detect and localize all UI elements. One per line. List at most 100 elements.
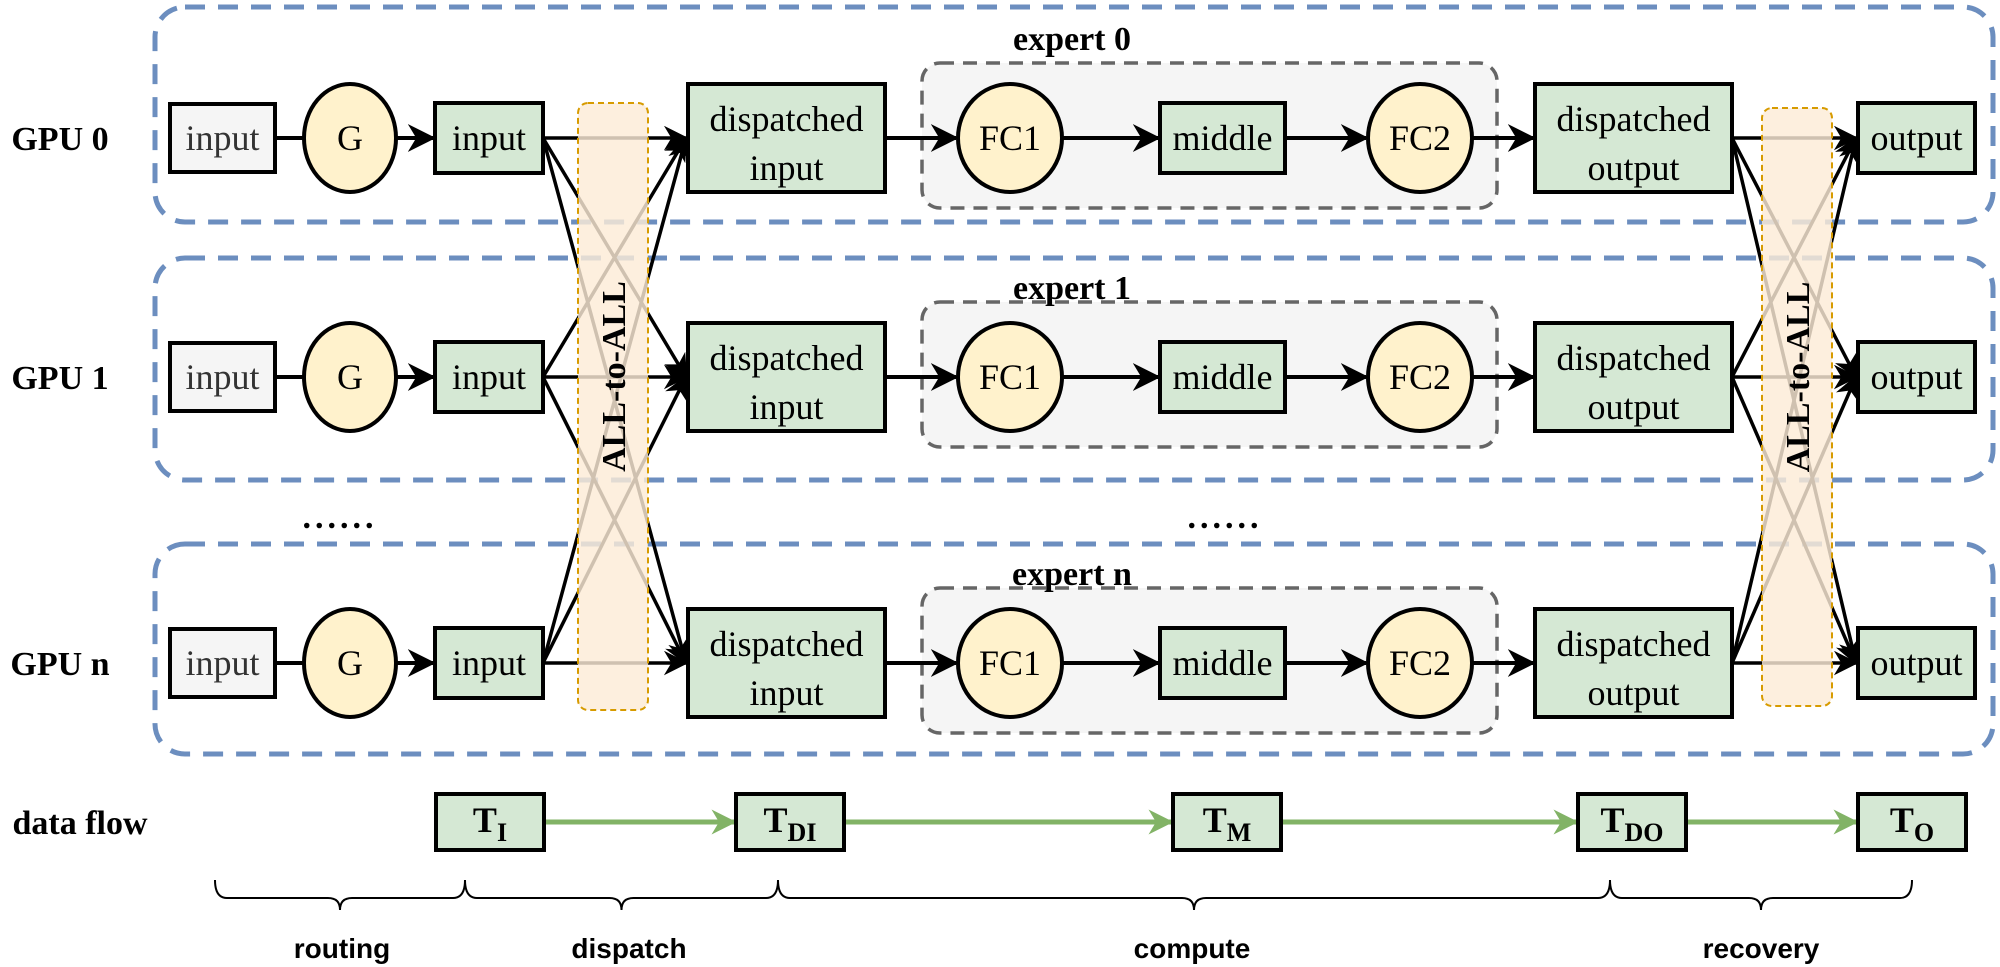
all-to-all-label: ALL-to-ALL bbox=[1780, 282, 1817, 473]
dispatched-output-label-line1: dispatched bbox=[1557, 99, 1711, 139]
gpu-label: GPU 1 bbox=[11, 360, 108, 397]
phase-label-recovery: recovery bbox=[1703, 933, 1820, 964]
dispatched-input-label-line2: input bbox=[749, 673, 823, 713]
ellipsis-left: ...... bbox=[303, 499, 378, 536]
output-label: output bbox=[1870, 643, 1962, 683]
all-to-all-band-1 bbox=[1761, 107, 1833, 707]
phase-label-dispatch: dispatch bbox=[571, 933, 686, 964]
output-label: output bbox=[1870, 357, 1962, 397]
raw-input-label: input bbox=[185, 357, 259, 397]
dispatched-output-node bbox=[1533, 321, 1734, 433]
raw-input-node bbox=[168, 627, 277, 699]
fc2-node bbox=[1366, 82, 1474, 194]
expert-title: expert n bbox=[1012, 556, 1132, 593]
routed-input-label: input bbox=[452, 643, 526, 683]
expert-title: expert 1 bbox=[1013, 270, 1131, 307]
gate-label: G bbox=[337, 643, 363, 683]
tensor-subscript: DI bbox=[788, 818, 817, 847]
phase-label-routing: routing bbox=[294, 933, 390, 964]
tensor-label: TM bbox=[1203, 800, 1252, 847]
fc1-node bbox=[956, 82, 1064, 194]
middle-label: middle bbox=[1173, 118, 1273, 158]
tensor-node-2 bbox=[1171, 792, 1283, 852]
ellipsis-right: ...... bbox=[1188, 499, 1263, 536]
fc1-label: FC1 bbox=[979, 643, 1041, 683]
gpu-label: GPU 0 bbox=[11, 121, 108, 158]
middle-label: middle bbox=[1173, 357, 1273, 397]
gpu-container-2 bbox=[152, 541, 1996, 757]
fc2-label: FC2 bbox=[1389, 357, 1451, 397]
gpu-container-1 bbox=[152, 255, 1996, 483]
dispatched-output-label-line2: output bbox=[1587, 387, 1679, 427]
routed-input-node bbox=[433, 101, 545, 175]
fc1-node bbox=[956, 607, 1064, 719]
fc2-label: FC2 bbox=[1389, 643, 1451, 683]
gate-label: G bbox=[337, 357, 363, 397]
all-to-all-label: ALL-to-ALL bbox=[596, 281, 633, 472]
fc2-node bbox=[1366, 607, 1474, 719]
tensor-subscript: I bbox=[497, 818, 507, 847]
raw-input-node bbox=[168, 102, 277, 174]
gpu-container-0 bbox=[152, 4, 1996, 225]
all-to-all-band-0 bbox=[577, 102, 649, 711]
output-label: output bbox=[1870, 118, 1962, 158]
dispatched-input-label-line1: dispatched bbox=[710, 99, 864, 139]
tensor-node-3 bbox=[1576, 792, 1688, 852]
tensor-subscript: M bbox=[1227, 818, 1252, 847]
tensor-label: TI bbox=[473, 800, 507, 847]
phase-brace bbox=[464, 879, 779, 911]
tensor-subscript: O bbox=[1914, 818, 1934, 847]
routed-input-label: input bbox=[452, 357, 526, 397]
middle-label: middle bbox=[1173, 643, 1273, 683]
fc1-node bbox=[956, 321, 1064, 433]
tensor-subscript: DO bbox=[1625, 818, 1664, 847]
tensor-node-1 bbox=[734, 792, 846, 852]
dispatched-input-label-line1: dispatched bbox=[710, 338, 864, 378]
middle-node bbox=[1158, 626, 1287, 700]
output-node bbox=[1856, 101, 1977, 175]
routed-input-label: input bbox=[452, 118, 526, 158]
dispatched-input-node bbox=[686, 321, 887, 433]
fc1-label: FC1 bbox=[979, 357, 1041, 397]
phase-label-compute: compute bbox=[1134, 933, 1251, 964]
routed-input-node bbox=[433, 626, 545, 700]
gate-node bbox=[302, 607, 398, 719]
dispatched-input-node bbox=[686, 82, 887, 194]
tensor-label: TDI bbox=[764, 800, 817, 847]
tensor-main: T bbox=[764, 800, 788, 840]
phase-brace bbox=[1609, 879, 1913, 911]
gate-label: G bbox=[337, 118, 363, 158]
gpu-label: GPU n bbox=[10, 646, 109, 683]
phase-brace bbox=[777, 879, 1611, 911]
output-node bbox=[1856, 340, 1977, 414]
phase-brace bbox=[214, 879, 466, 911]
dispatched-output-label-line1: dispatched bbox=[1557, 338, 1711, 378]
dispatched-output-label-line1: dispatched bbox=[1557, 624, 1711, 664]
middle-node bbox=[1158, 101, 1287, 175]
output-node bbox=[1856, 626, 1977, 700]
raw-input-label: input bbox=[185, 643, 259, 683]
dispatched-output-node bbox=[1533, 82, 1734, 194]
tensor-label: TO bbox=[1890, 800, 1934, 847]
dispatched-output-node bbox=[1533, 607, 1734, 719]
dispatched-output-label-line2: output bbox=[1587, 673, 1679, 713]
fc1-label: FC1 bbox=[979, 118, 1041, 158]
dispatched-input-label-line2: input bbox=[749, 148, 823, 188]
fc2-label: FC2 bbox=[1389, 118, 1451, 158]
raw-input-node bbox=[168, 341, 277, 413]
dispatched-output-label-line2: output bbox=[1587, 148, 1679, 188]
routed-input-node bbox=[433, 340, 545, 414]
tensor-node-4 bbox=[1856, 792, 1968, 852]
middle-node bbox=[1158, 340, 1287, 414]
data-flow-label: data flow bbox=[12, 805, 148, 842]
raw-input-label: input bbox=[185, 118, 259, 158]
expert-title: expert 0 bbox=[1013, 21, 1131, 58]
dispatched-input-label-line1: dispatched bbox=[710, 624, 864, 664]
gate-node bbox=[302, 82, 398, 194]
tensor-main: T bbox=[473, 800, 497, 840]
tensor-label: TDO bbox=[1600, 800, 1663, 847]
dispatched-input-node bbox=[686, 607, 887, 719]
tensor-main: T bbox=[1203, 800, 1227, 840]
